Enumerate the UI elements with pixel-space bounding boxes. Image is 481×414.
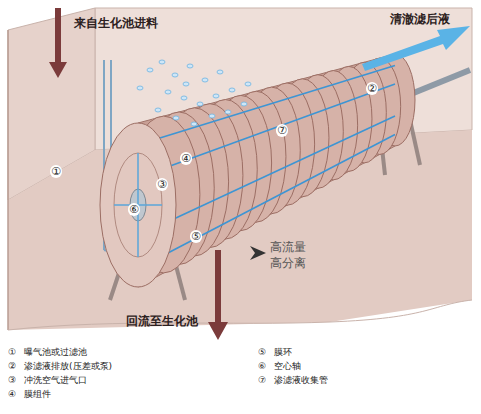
legend-text: 膜环 xyxy=(274,347,292,358)
filtrate-arrow xyxy=(362,26,470,71)
air-bubble xyxy=(245,82,251,86)
callout-number: ② xyxy=(8,361,16,372)
callout-number: ⑥ xyxy=(128,203,140,216)
callout-number: ④ xyxy=(8,389,16,400)
legend-text: 膜组件 xyxy=(24,389,51,400)
collection-pipe xyxy=(142,66,395,144)
legend-text: 渗滤液收集管 xyxy=(274,375,328,386)
collection-pipe xyxy=(142,116,395,234)
air-bubble xyxy=(183,82,189,86)
tank-edge xyxy=(8,30,9,330)
floor-edge xyxy=(8,300,472,330)
callout-number: ② xyxy=(366,82,378,95)
air-bubble xyxy=(209,114,215,118)
air-bubble xyxy=(213,94,219,98)
air-bubble xyxy=(202,78,208,82)
legend-text: 冲洗空气进气口 xyxy=(24,375,87,386)
air-bubble xyxy=(191,122,197,126)
flow-label: 高流量 xyxy=(270,240,306,254)
flow-label: 清澈滤后液 xyxy=(390,12,450,26)
air-bubble xyxy=(159,60,165,64)
air-bubble xyxy=(217,70,223,74)
callout-number: ⑦ xyxy=(276,124,288,137)
air-bubble xyxy=(181,96,187,100)
callout-number: ⑤ xyxy=(258,347,266,358)
flow-chevron xyxy=(250,246,266,260)
inflow-arrow xyxy=(49,8,67,78)
flow-label: 来自生化池进料 xyxy=(74,16,158,30)
air-bubble xyxy=(197,102,203,106)
collection-pipe xyxy=(142,84,395,176)
front-disk xyxy=(100,123,176,287)
callout-number: ① xyxy=(8,347,16,358)
air-bubble xyxy=(229,88,235,92)
callout-number: ⑤ xyxy=(190,230,202,243)
legend-text: 空心轴 xyxy=(274,361,301,372)
air-bubble xyxy=(155,108,161,112)
callout-number: ① xyxy=(50,165,62,178)
air-bubble xyxy=(241,102,247,106)
callout-number: ④ xyxy=(180,152,192,165)
callout-number: ⑥ xyxy=(258,361,266,372)
callout-number: ⑦ xyxy=(258,375,266,386)
air-bubble xyxy=(187,64,193,68)
air-bubble xyxy=(225,110,231,114)
flow-label: 回流至生化池 xyxy=(126,314,198,328)
air-bubble xyxy=(165,90,171,94)
legend-text: 曝气池或过滤池 xyxy=(24,347,87,358)
disk-ring xyxy=(114,153,162,257)
air-bubble xyxy=(137,86,143,90)
return-arrow xyxy=(208,250,228,340)
collection-pipe xyxy=(142,135,395,267)
callout-number: ③ xyxy=(8,375,16,386)
flow-label: 高分离 xyxy=(270,256,306,270)
air-bubble xyxy=(172,73,178,77)
callout-number: ③ xyxy=(156,178,168,191)
legend-text: 渗滤液排放(压差或泵) xyxy=(24,361,112,372)
air-bubble xyxy=(173,116,179,120)
air-bubble xyxy=(147,68,153,72)
